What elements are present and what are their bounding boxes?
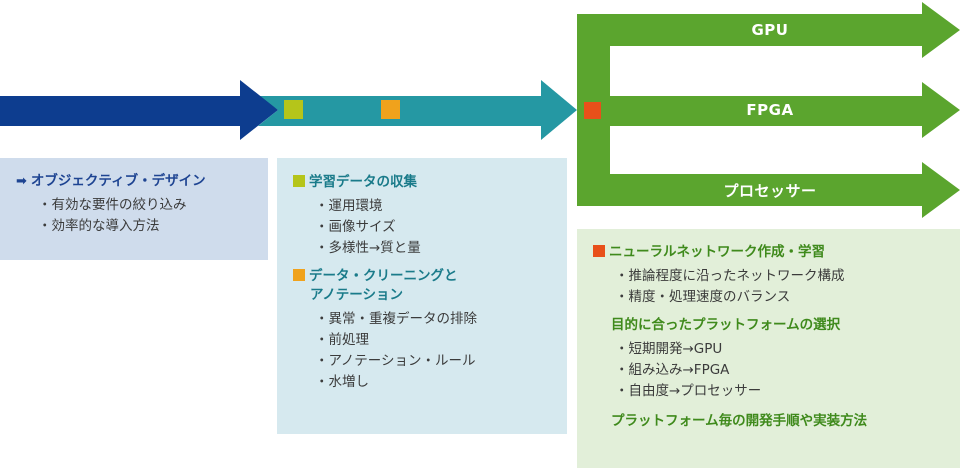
- fpga-label: FPGA: [746, 101, 794, 119]
- teal-arrow: [258, 80, 577, 140]
- platform-heading: 目的に合ったプラットフォームの選択: [611, 317, 841, 333]
- fpga-arrow: [577, 82, 960, 138]
- list-item: ・アノテーション・ルール: [315, 353, 476, 369]
- list-item: ・画像サイズ: [315, 219, 396, 235]
- objective-panel: ➡オブジェクティブ・デザイン ・有効な要件の絞り込み ・効率的な導入方法: [0, 158, 268, 260]
- method-heading: プラットフォーム毎の開発手順や実装方法: [611, 413, 868, 429]
- list-item: ・自由度→プロセッサー: [615, 383, 762, 399]
- nn-panel: ニューラルネットワーク作成・学習 ・推論程度に沿ったネットワーク構成 ・精度・処…: [577, 229, 960, 468]
- list-item: ・有効な要件の絞り込み: [38, 197, 187, 213]
- red-square-icon: [593, 245, 605, 257]
- list-item: ・多様性→質と量: [315, 240, 421, 256]
- list-item: ・推論程度に沿ったネットワーク構成: [615, 268, 845, 284]
- marker-red: [584, 102, 601, 119]
- gpu-label: GPU: [751, 21, 789, 39]
- list-item: ・異常・重複データの排除: [315, 311, 477, 327]
- collection-heading: 学習データの収集: [293, 173, 567, 192]
- green-branch-frame: [577, 2, 960, 96]
- list-item: ・水増し: [315, 374, 369, 390]
- list-item: ・精度・処理速度のバランス: [615, 289, 791, 305]
- marker-lime: [284, 100, 303, 119]
- objective-heading: ➡オブジェクティブ・デザイン: [16, 173, 206, 189]
- list-item: ・運用環境: [315, 198, 383, 214]
- list-item: ・短期開発→GPU: [615, 341, 723, 357]
- data-panel: 学習データの収集 ・運用環境 ・画像サイズ ・多様性→質と量 データ・クリーニン…: [277, 158, 567, 434]
- arrow-right-icon: ➡: [16, 174, 27, 189]
- blue-arrow: [0, 80, 278, 140]
- nn-heading: ニューラルネットワーク作成・学習: [593, 243, 960, 262]
- cleaning-heading: データ・クリーニングと アノテーション: [293, 267, 567, 305]
- processor-arrow: [577, 126, 960, 218]
- list-item: ・組み込み→FPGA: [615, 362, 730, 378]
- orange-square-icon: [293, 269, 305, 281]
- list-item: ・効率的な導入方法: [38, 218, 160, 234]
- list-item: ・前処理: [315, 332, 369, 348]
- marker-orange: [381, 100, 400, 119]
- lime-square-icon: [293, 175, 305, 187]
- processor-label: プロセッサー: [723, 182, 817, 200]
